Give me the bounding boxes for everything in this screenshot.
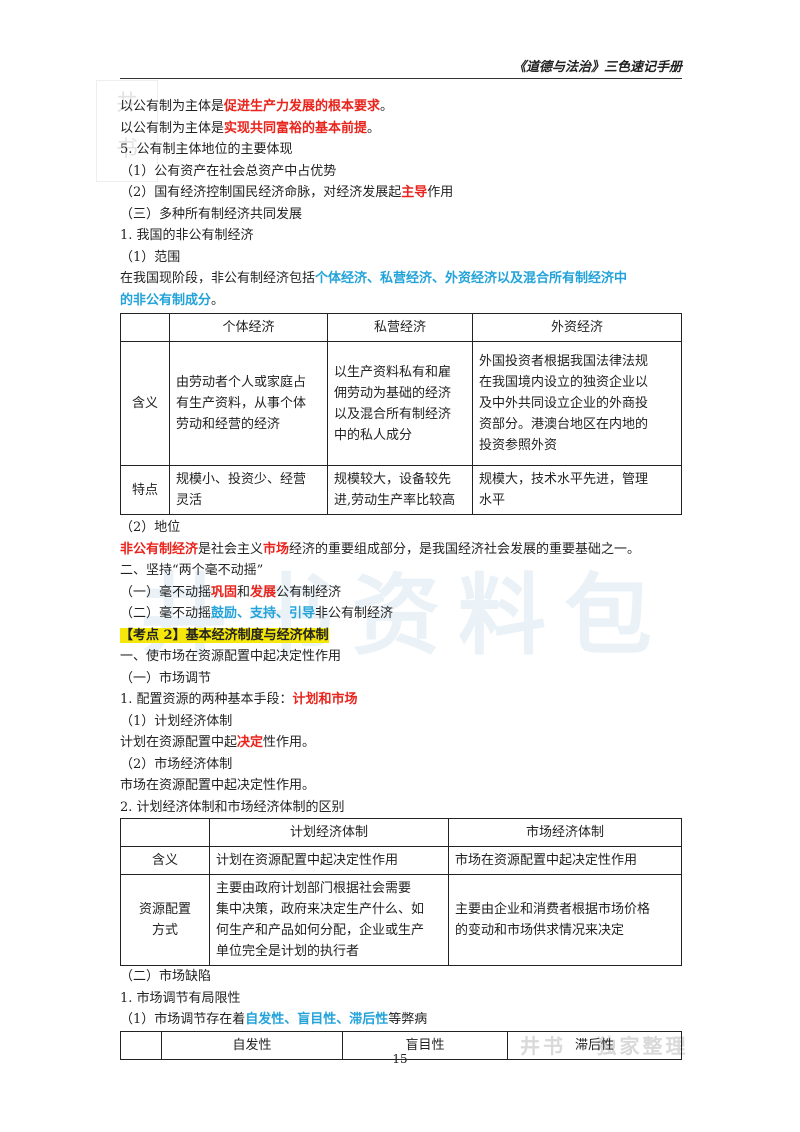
table-row: 资源配置方式 主要由政府计划部门根据社会需要集中决策，政府来决定生产什么、如何生…	[120, 874, 682, 966]
text-line: 计划在资源配置中起决定性作用。	[120, 735, 316, 750]
table-header-cell: 盲目性	[342, 1030, 508, 1060]
section-heading: 一、使市场在资源配置中起决定性作用	[120, 649, 342, 664]
row-label: 含义	[120, 846, 210, 875]
logo-watermark: 井 书	[96, 80, 158, 182]
subheading: 1. 市场调节有局限性	[120, 990, 241, 1006]
row-label: 特点	[120, 465, 170, 515]
table-header-cell: 私营经济	[327, 313, 473, 342]
row-label: 含义	[120, 341, 170, 466]
table-header-row: 个体经济 私营经济 外资经济	[120, 313, 682, 342]
table-header-cell	[120, 313, 170, 342]
table-cell: 主要由政府计划部门根据社会需要集中决策，政府来决定生产什么、如何生产和产品如何分…	[209, 874, 449, 966]
text-line: 市场在资源配置中起决定性作用。	[120, 778, 316, 793]
subheading: （二）市场缺陷	[120, 969, 212, 984]
table-economic-systems: 计划经济体制 市场经济体制 含义 计划在资源配置中起决定性作用 市场在资源配置中…	[120, 818, 682, 966]
section-heading: （三）多种所有制经济共同发展	[120, 206, 303, 222]
text-line: 以公有制为主体是实现共同富裕的基本前提。	[120, 120, 381, 136]
page-header: 《道德与法治》三色速记手册	[120, 52, 682, 79]
table-header-cell: 市场经济体制	[448, 818, 682, 847]
subheading: （2）市场经济体制	[120, 756, 233, 772]
kaodian-heading: 【考点 2】基本经济制度与经济体制	[120, 627, 329, 643]
text-line: （1）公有资产在社会总资产中占优势	[120, 163, 337, 179]
table-cell: 主要由企业和消费者根据市场价格的变动和市场供求情况来决定	[448, 874, 682, 966]
text-line: 的非公有制成分。	[120, 292, 225, 308]
subheading: （1）计划经济体制	[120, 713, 233, 729]
logo-glyph-2: 书	[115, 137, 138, 162]
row-label: 资源配置方式	[120, 874, 210, 966]
table-header-cell: 滞后性	[507, 1030, 682, 1060]
section-heading: 二、坚持“两个毫不动摇”	[120, 563, 264, 578]
table-cell: 以生产资料私有和雇佣劳动为基础的经济以及混合所有制经济中的私人成分	[327, 341, 473, 466]
table-header-row: 自发性 盲目性 滞后性	[120, 1030, 682, 1060]
subheading: 2. 计划经济体制和市场经济体制的区别	[120, 799, 345, 815]
page-content: 以公有制为主体是促进生产力发展的根本要求。 以公有制为主体是实现共同富裕的基本前…	[120, 96, 690, 1060]
table-header-cell	[120, 818, 210, 847]
text-line: 1. 配置资源的两种基本手段：计划和市场	[120, 692, 358, 707]
subheading: （1）范围	[120, 249, 181, 265]
text-line: 非公有制经济是社会主义市场经济的重要组成部分，是我国经济社会发展的重要基础之一。	[120, 541, 641, 557]
text-line: （1）市场调节存在着自发性、盲目性、滞后性等弊病	[120, 1012, 428, 1027]
table-cell: 规模较大，设备较先进,劳动生产率比较高	[327, 465, 473, 515]
table-cell: 由劳动者个人或家庭占有生产资料，从事个体劳动和经营的经济	[169, 341, 328, 466]
subheading: （一）市场调节	[120, 670, 212, 686]
subheading: 1. 我国的非公有制经济	[120, 228, 254, 243]
table-cell: 规模小、投资少、经营灵活	[169, 465, 328, 515]
table-header-cell: 个体经济	[169, 313, 328, 342]
table-header-cell: 自发性	[161, 1030, 343, 1060]
table-row: 含义 由劳动者个人或家庭占有生产资料，从事个体劳动和经营的经济 以生产资料私有和…	[120, 341, 682, 466]
table-header-cell: 外资经济	[472, 313, 682, 342]
text-line: 以公有制为主体是促进生产力发展的根本要求。	[120, 99, 394, 114]
table-nonpublic-economy: 个体经济 私营经济 外资经济 含义 由劳动者个人或家庭占有生产资料，从事个体劳动…	[120, 313, 682, 515]
table-cell: 外国投资者根据我国法律法规在我国境内设立的独资企业以及中外共同设立企业的外商投资…	[472, 341, 682, 466]
table-header-row: 计划经济体制 市场经济体制	[120, 818, 682, 847]
logo-glyph-1: 井	[115, 91, 138, 116]
table-row: 含义 计划在资源配置中起决定性作用 市场在资源配置中起决定性作用	[120, 846, 682, 875]
text-line: （一）毫不动摇巩固和发展公有制经济	[120, 584, 342, 600]
watermark-main: 井书资料包	[140, 564, 671, 667]
text-line: （二）毫不动摇鼓励、支持、引导非公有制经济	[120, 606, 394, 621]
table-market-defects: 自发性 盲目性 滞后性	[120, 1030, 682, 1060]
table-cell: 市场在资源配置中起决定性作用	[448, 846, 682, 875]
text-line: （2）国有经济控制国民经济命脉，对经济发展起主导作用	[120, 185, 454, 200]
subheading: （2）地位	[120, 520, 181, 535]
table-cell: 规模大，技术水平先进，管理水平	[472, 465, 682, 515]
table-cell: 计划在资源配置中起决定性作用	[209, 846, 449, 875]
table-row: 特点 规模小、投资少、经营灵活 规模较大，设备较先进,劳动生产率比较高 规模大，…	[120, 465, 682, 515]
header-title: 《道德与法治》三色速记手册	[512, 60, 682, 75]
table-header-cell: 计划经济体制	[209, 818, 449, 847]
text-line: 在我国现阶段，非公有制经济包括个体经济、私营经济、外资经济以及混合所有制经济中	[120, 271, 628, 286]
heading-5: 5. 公有制主体地位的主要体现	[120, 142, 293, 157]
page-number: 15	[392, 1052, 408, 1066]
